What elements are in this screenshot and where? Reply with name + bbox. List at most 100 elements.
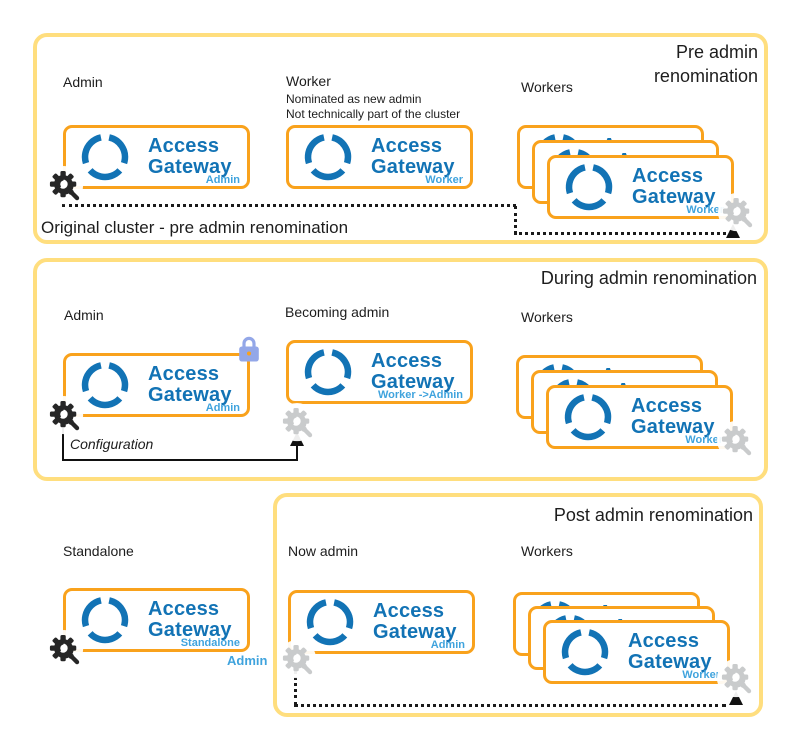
configuration-line-v2 <box>296 443 298 460</box>
role-label-during-workers: Workers <box>521 309 573 325</box>
role-label-during-admin: Admin <box>64 307 104 323</box>
configuration-gear-magnifier-icon <box>44 630 86 672</box>
wordmark-line2: Gateway <box>371 156 455 178</box>
pre-cluster-caption: Original cluster - pre admin renominatio… <box>41 218 349 237</box>
stray-admin-label: Admin <box>227 653 268 668</box>
wordmark-line1: Access <box>371 135 443 157</box>
wordmark-line1: Access <box>631 395 703 417</box>
wordmark-line2: Gateway <box>371 371 455 393</box>
role-label-pre-workers: Workers <box>521 79 573 95</box>
wordmark-line2: Gateway <box>148 384 232 406</box>
wordmark-line1: Access <box>148 598 220 620</box>
gear-magnifier-glyph <box>44 630 84 669</box>
wordmark-line1: Access <box>632 165 704 187</box>
worker-note-2: Not technically part of the cluster <box>286 107 461 121</box>
node-role-badge: Admin <box>430 639 465 651</box>
gear-magnifier-glyph <box>44 396 84 435</box>
configuration-gear-magnifier-icon-gray <box>717 193 759 235</box>
gear-magnifier-glyph <box>716 421 756 460</box>
gear-magnifier-glyph <box>277 403 317 442</box>
wordmark-line2: Gateway <box>373 621 457 643</box>
phase-title-during: During admin renomination <box>540 268 757 288</box>
node-role-badge: Admin <box>205 174 240 186</box>
node-role-badge: Worker <box>682 669 720 681</box>
configuration-line-h <box>62 459 298 461</box>
phase-box-pre-admin-renomination <box>33 33 768 244</box>
access-gateway-logo-icon <box>81 596 129 644</box>
gear-magnifier-glyph <box>277 640 317 679</box>
node-role-badge: Worker <box>685 434 723 446</box>
pre-cluster-dotted-line-h1 <box>62 204 516 207</box>
node-role-badge: Standalone <box>180 637 240 649</box>
configuration-gear-magnifier-icon-gray <box>716 421 758 463</box>
role-label-standalone: Standalone <box>63 543 134 559</box>
wordmark-line2: Gateway <box>628 651 712 673</box>
configuration-gear-magnifier-icon <box>44 166 86 208</box>
node-role-badge: Admin <box>205 402 240 414</box>
role-label-post-workers: Workers <box>521 543 573 559</box>
configuration-label: Configuration <box>70 436 154 452</box>
role-label-pre-worker: Worker <box>286 73 331 89</box>
access-gateway-logo-icon <box>304 133 352 181</box>
wordmark-line1: Access <box>148 135 220 157</box>
wordmark-line1: Access <box>371 350 443 372</box>
node-role-badge: Worker ->Admin <box>377 389 463 401</box>
wordmark-line1: Access <box>628 630 700 652</box>
role-label-pre-admin: Admin <box>63 74 103 90</box>
phase-title-pre: Pre admin renomination <box>600 40 758 89</box>
configuration-line-v1 <box>62 428 64 461</box>
worker-note-1: Nominated as new admin <box>286 92 422 106</box>
node-role-badge: Worker <box>686 204 724 216</box>
access-gateway-logo-icon <box>564 393 612 441</box>
phase-title-pre-line2: renomination <box>653 66 758 87</box>
wordmark-line2: Gateway <box>632 186 716 208</box>
access-gateway-logo-icon <box>81 361 129 409</box>
wordmark-line2: Gateway <box>148 619 232 641</box>
access-gateway-logo-icon <box>561 628 609 676</box>
gear-magnifier-glyph <box>716 659 756 698</box>
phase-title-post: Post admin renomination <box>553 505 753 525</box>
configuration-gear-magnifier-icon-gray <box>277 640 319 682</box>
wordmark-line2: Gateway <box>148 156 232 178</box>
wordmark-line1: Access <box>148 363 220 385</box>
phase-box-during-admin-renomination <box>33 258 768 481</box>
gear-magnifier-glyph <box>44 166 84 205</box>
role-label-now-admin: Now admin <box>288 543 359 559</box>
access-gateway-logo-icon <box>81 133 129 181</box>
pre-cluster-dotted-line-v <box>514 206 517 234</box>
configuration-gear-magnifier-icon <box>44 396 86 438</box>
pre-cluster-dotted-line-h2 <box>514 232 726 235</box>
post-cluster-dotted-line-v <box>294 670 297 706</box>
gear-magnifier-glyph <box>717 193 757 232</box>
access-gateway-logo-icon <box>304 348 352 396</box>
configuration-gear-magnifier-icon-gray <box>277 403 319 445</box>
role-label-becoming-admin: Becoming admin <box>285 304 390 320</box>
phase-title-pre-line1: Pre admin <box>675 42 758 62</box>
access-gateway-logo-icon <box>306 598 354 646</box>
lock-icon <box>236 334 262 364</box>
node-role-badge: Worker <box>425 174 463 186</box>
phase-box-post-admin-renomination <box>273 493 763 717</box>
configuration-gear-magnifier-icon-gray <box>716 659 758 701</box>
access-gateway-logo-icon <box>565 163 613 211</box>
wordmark-line2: Gateway <box>631 416 715 438</box>
wordmark-line1: Access <box>373 600 445 622</box>
